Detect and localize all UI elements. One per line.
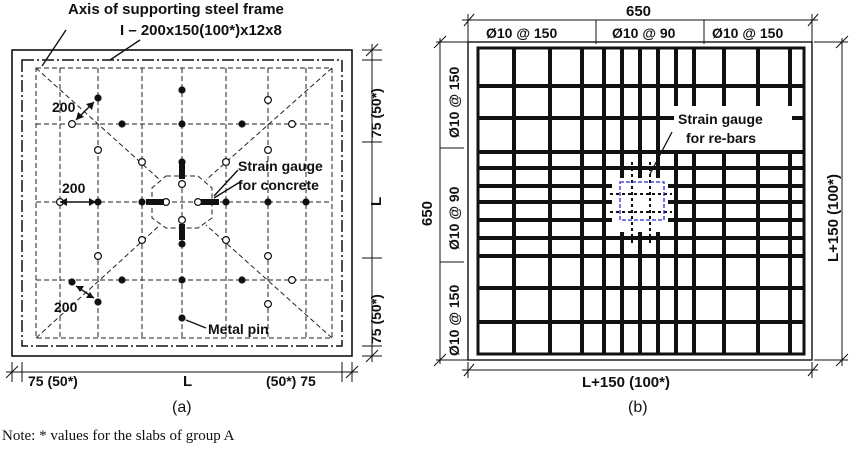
footnote: Note: * values for the slabs of group A [2, 428, 235, 444]
left-spacing-top: Ø10 @ 150 [446, 67, 462, 138]
bottom-dim-left: 75 (50*) [28, 373, 78, 389]
caption-a: (a) [172, 399, 192, 416]
right-dimension-b [814, 35, 849, 367]
rebar-gauge-label-2: for re-bars [686, 130, 756, 146]
metal-pin-label: Metal pin [208, 321, 269, 337]
frame-axis-line [21, 59, 343, 347]
slab-outline-a [11, 49, 353, 357]
concrete-strain-gauges [146, 163, 219, 240]
right-dim-bottom: 75 (50*) [368, 294, 384, 344]
metal-pins-filled [68, 86, 310, 322]
figure-a: Axis of supporting steel frame I – 200x1… [5, 1, 385, 416]
bottom-dimension-a [5, 362, 359, 382]
right-dim-b: L+150 (100*) [825, 174, 842, 262]
inner-dashed-boundary [35, 67, 333, 339]
bottom-dim-mid: L [183, 373, 192, 390]
arrow-heads-a [60, 102, 96, 298]
left-dimension-b [433, 35, 470, 367]
rebar-gauge-label-bg [674, 106, 792, 150]
top-spacing-left: Ø10 @ 150 [486, 25, 557, 41]
left-spacing-bottom: Ø10 @ 150 [446, 285, 462, 356]
rebar-strain-gauges [610, 162, 672, 246]
top-dimension-b [462, 13, 819, 46]
right-dim-mid: L [368, 197, 385, 206]
right-dimension-a [362, 43, 382, 363]
measurement-grid [35, 67, 333, 339]
bottom-dim-b: L+150 (100*) [582, 374, 670, 391]
rebar-gauge-label-1: Strain gauge [678, 111, 763, 127]
right-dim-top: 75 (50*) [368, 88, 384, 138]
left-spacing-mid: Ø10 @ 90 [446, 186, 462, 250]
bottom-dim-right: (50*) 75 [266, 373, 316, 389]
rebar-gauge-leader [649, 131, 673, 175]
rebar-gauge-background [612, 178, 668, 232]
frame-section-label: I – 200x150(100*)x12x8 [120, 22, 282, 39]
frame-axis-label: Axis of supporting steel frame [68, 1, 284, 18]
dim-200-bottom: 200 [54, 299, 78, 315]
rebar-gauge-zone [619, 181, 665, 221]
caption-b: (b) [628, 399, 648, 416]
left-dim-650: 650 [419, 201, 436, 226]
top-spacing-right: Ø10 @ 150 [712, 25, 783, 41]
top-dim-650: 650 [626, 3, 651, 20]
bottom-dimension-b [462, 362, 819, 378]
dim-200-mid: 200 [62, 180, 86, 196]
concrete-gauge-label-1: Strain gauge [238, 158, 323, 174]
figure-b: Strain gauge for re-bars 650 Ø10 @ 150 Ø… [419, 3, 849, 416]
dim-200-top: 200 [52, 99, 76, 115]
top-spacing-mid: Ø10 @ 90 [612, 25, 676, 41]
slab-outline-b [467, 41, 813, 361]
concrete-gauge-label-2: for concrete [238, 177, 319, 193]
